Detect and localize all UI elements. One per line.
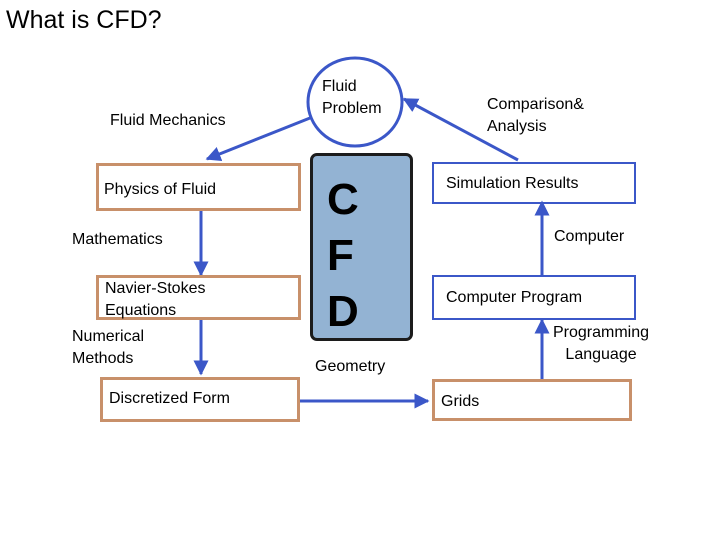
programming-language-label: Programming Language xyxy=(553,324,650,363)
cfd-letter-d: D xyxy=(327,287,359,336)
cfd-letter-c: C xyxy=(327,175,359,224)
discretized-form-box: Discretized Form xyxy=(100,377,300,422)
cfd-block: C F D xyxy=(310,153,413,341)
grids-label: Grids xyxy=(441,393,480,410)
fluid-problem-label: Fluid Problem xyxy=(322,78,382,117)
physics-of-fluid-box: Physics of Fluid xyxy=(96,163,301,211)
physics-of-fluid-label: Physics of Fluid xyxy=(104,181,217,198)
fluid-problem-ellipse xyxy=(306,56,404,148)
comparison-analysis-label: Comparison& Analysis xyxy=(487,96,584,135)
navier-stokes-box: Navier-Stokes Equations xyxy=(96,275,301,320)
simulation-results-box: Simulation Results xyxy=(432,162,636,204)
computer-label: Computer xyxy=(554,228,625,245)
navier-stokes-label: Navier-Stokes Equations xyxy=(105,280,206,319)
discretized-form-label: Discretized Form xyxy=(109,390,230,407)
page-title: What is CFD? xyxy=(6,6,162,34)
computer-program-box: Computer Program xyxy=(432,275,636,320)
grids-box: Grids xyxy=(432,379,632,421)
arrow-comparison-to-problem xyxy=(402,97,519,162)
numerical-methods-label: Numerical Methods xyxy=(72,328,145,367)
simulation-results-label: Simulation Results xyxy=(446,175,579,192)
cfd-letter-f: F xyxy=(327,231,354,280)
geometry-label: Geometry xyxy=(315,358,386,375)
fluid-mechanics-label: Fluid Mechanics xyxy=(110,112,226,129)
computer-program-label: Computer Program xyxy=(446,289,583,306)
arrow-problem-to-mechanics xyxy=(205,116,311,161)
mathematics-label: Mathematics xyxy=(72,231,163,248)
